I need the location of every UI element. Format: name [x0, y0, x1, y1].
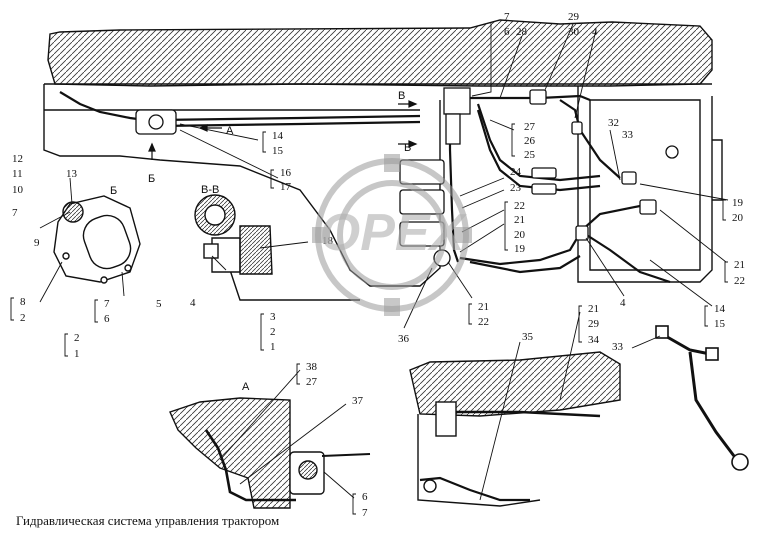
callout: 36 — [398, 333, 410, 345]
callout: 20 — [732, 212, 744, 224]
callout: 1 — [270, 341, 276, 353]
callout: 15 — [272, 145, 284, 157]
callout: 1 — [74, 348, 80, 360]
callout: 2 — [74, 332, 80, 344]
view-b-label: Б — [110, 185, 117, 197]
callout: 10 — [12, 184, 24, 196]
callout: 37 — [352, 395, 364, 407]
callout: 24 — [510, 166, 522, 178]
callout: 7 — [504, 11, 510, 23]
section-bb-label: В-В — [201, 184, 219, 196]
detail-a — [169, 397, 371, 509]
callout: 23 — [510, 182, 522, 194]
pipe-33-detail — [655, 325, 749, 471]
callout: 33 — [612, 341, 624, 353]
callout: 22 — [514, 200, 525, 212]
callout: 4 — [190, 297, 196, 309]
callout: 8 — [20, 296, 26, 308]
callout: 14 — [272, 130, 284, 142]
callout: 21 — [478, 301, 489, 313]
callout: 33 — [622, 129, 634, 141]
callout: 30 — [568, 26, 580, 38]
callout: 25 — [524, 149, 536, 161]
callout: 3 — [270, 311, 276, 323]
callout: 21 — [588, 303, 599, 315]
callout: 28 — [516, 26, 528, 38]
section-bb-detail — [194, 194, 273, 275]
callout: 2 — [270, 326, 276, 338]
callout: 26 — [524, 135, 536, 147]
leader-lines — [39, 22, 729, 501]
callout: 5 — [156, 298, 162, 310]
callout: 6 — [362, 491, 368, 503]
callout: 29 — [588, 318, 600, 330]
callout: 15 — [714, 318, 726, 330]
callout: 12 — [12, 153, 23, 165]
diagram-caption: Гидравлическая система управления тракто… — [16, 513, 280, 528]
view-a-label: А — [242, 381, 250, 393]
callout: 22 — [734, 275, 745, 287]
callout: 9 — [34, 237, 40, 249]
callout: 7 — [12, 207, 18, 219]
callout: 27 — [306, 376, 318, 388]
callout: 13 — [66, 168, 78, 180]
callout: 18 — [322, 235, 334, 247]
direction-arrows — [148, 100, 418, 160]
callout: 11 — [12, 168, 23, 180]
callouts: 7 6 28 29 30 4 32 33 27 26 25 14 15 16 1… — [12, 11, 745, 519]
callout: 4 — [592, 26, 598, 38]
callout: 19 — [732, 197, 744, 209]
callout: 7 — [104, 298, 110, 310]
callout: 21 — [514, 214, 525, 226]
arrow-a-label: А — [226, 125, 234, 137]
callout: 38 — [306, 361, 318, 373]
callout-brackets — [10, 123, 728, 515]
callout: 20 — [514, 229, 526, 241]
callout: 16 — [280, 167, 292, 179]
callout: 6 — [104, 313, 110, 325]
view-b-detail — [53, 195, 141, 284]
callout: 32 — [608, 117, 619, 129]
callout: 2 — [20, 312, 26, 324]
tractor-frame — [43, 19, 723, 301]
callout: 4 — [620, 297, 626, 309]
callout: 34 — [588, 334, 600, 346]
arrow-v2-label: В — [404, 142, 411, 154]
callout: 27 — [524, 121, 536, 133]
callout: 22 — [478, 316, 489, 328]
callout: 21 — [734, 259, 745, 271]
callout: 19 — [514, 243, 526, 255]
callout: 7 — [362, 507, 368, 519]
callout: 35 — [522, 331, 534, 343]
detail-lower-right — [409, 351, 621, 507]
callout: 17 — [280, 181, 292, 193]
callout: 29 — [568, 11, 580, 23]
callout: 6 — [504, 26, 510, 38]
arrow-b-label: Б — [148, 173, 155, 185]
callout: 14 — [714, 303, 726, 315]
arrow-v1-label: В — [398, 90, 405, 102]
